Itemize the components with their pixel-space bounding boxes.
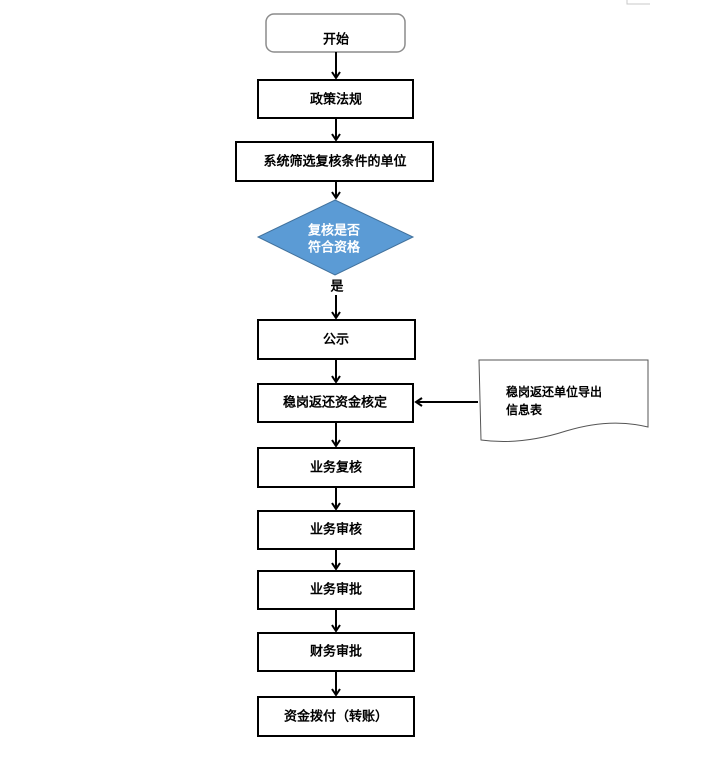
decision-diamond bbox=[256, 199, 415, 276]
finance-approve-label: 财务审批 bbox=[310, 644, 362, 660]
corner-mark bbox=[626, 0, 650, 5]
document-label-line1: 稳岗返还单位导出 bbox=[506, 384, 602, 399]
filter-label: 系统筛选复核条件的单位 bbox=[263, 154, 406, 170]
policy-node: 政策法规 bbox=[257, 79, 414, 119]
fund-verify-box bbox=[257, 383, 414, 423]
decision-label-line2: 符合资格 bbox=[308, 240, 361, 256]
start-node: 开始 bbox=[265, 13, 406, 53]
disburse-node: 资金拨付（转账） bbox=[257, 696, 415, 737]
business-recheck-node: 业务复核 bbox=[257, 447, 415, 488]
disburse-label: 资金拨付（转账） bbox=[284, 709, 388, 725]
fund-verify-label: 稳岗返还资金核定 bbox=[283, 395, 387, 411]
publicize-node: 公示 bbox=[257, 319, 416, 360]
document-label-line2: 信息表 bbox=[506, 402, 543, 417]
business-approve-label: 业务审批 bbox=[310, 582, 362, 598]
decision-label-line1: 复核是否 bbox=[307, 223, 360, 239]
publicize-label: 公示 bbox=[323, 333, 349, 348]
finance-approve-box bbox=[257, 632, 415, 672]
disburse-box bbox=[257, 696, 415, 737]
policy-box bbox=[257, 79, 414, 119]
filter-node: 系统筛选复核条件的单位 bbox=[235, 141, 434, 182]
business-approve-node: 业务审批 bbox=[257, 570, 415, 610]
yes-branch-label: 是 bbox=[329, 280, 344, 295]
filter-box bbox=[235, 141, 434, 182]
business-review-label: 业务审核 bbox=[310, 522, 362, 538]
business-review-node: 业务审核 bbox=[257, 510, 415, 550]
document-shape bbox=[478, 359, 649, 443]
start-label: 开始 bbox=[323, 32, 349, 48]
publicize-box bbox=[257, 319, 416, 360]
export-document-node: 稳岗返还单位导出 信息表 bbox=[478, 359, 649, 443]
policy-label: 政策法规 bbox=[310, 92, 362, 108]
finance-approve-node: 财务审批 bbox=[257, 632, 415, 672]
business-recheck-label: 业务复核 bbox=[310, 460, 362, 476]
fund-verify-node: 稳岗返还资金核定 bbox=[257, 383, 414, 423]
decision-node: 复核是否 符合资格 bbox=[256, 199, 415, 276]
